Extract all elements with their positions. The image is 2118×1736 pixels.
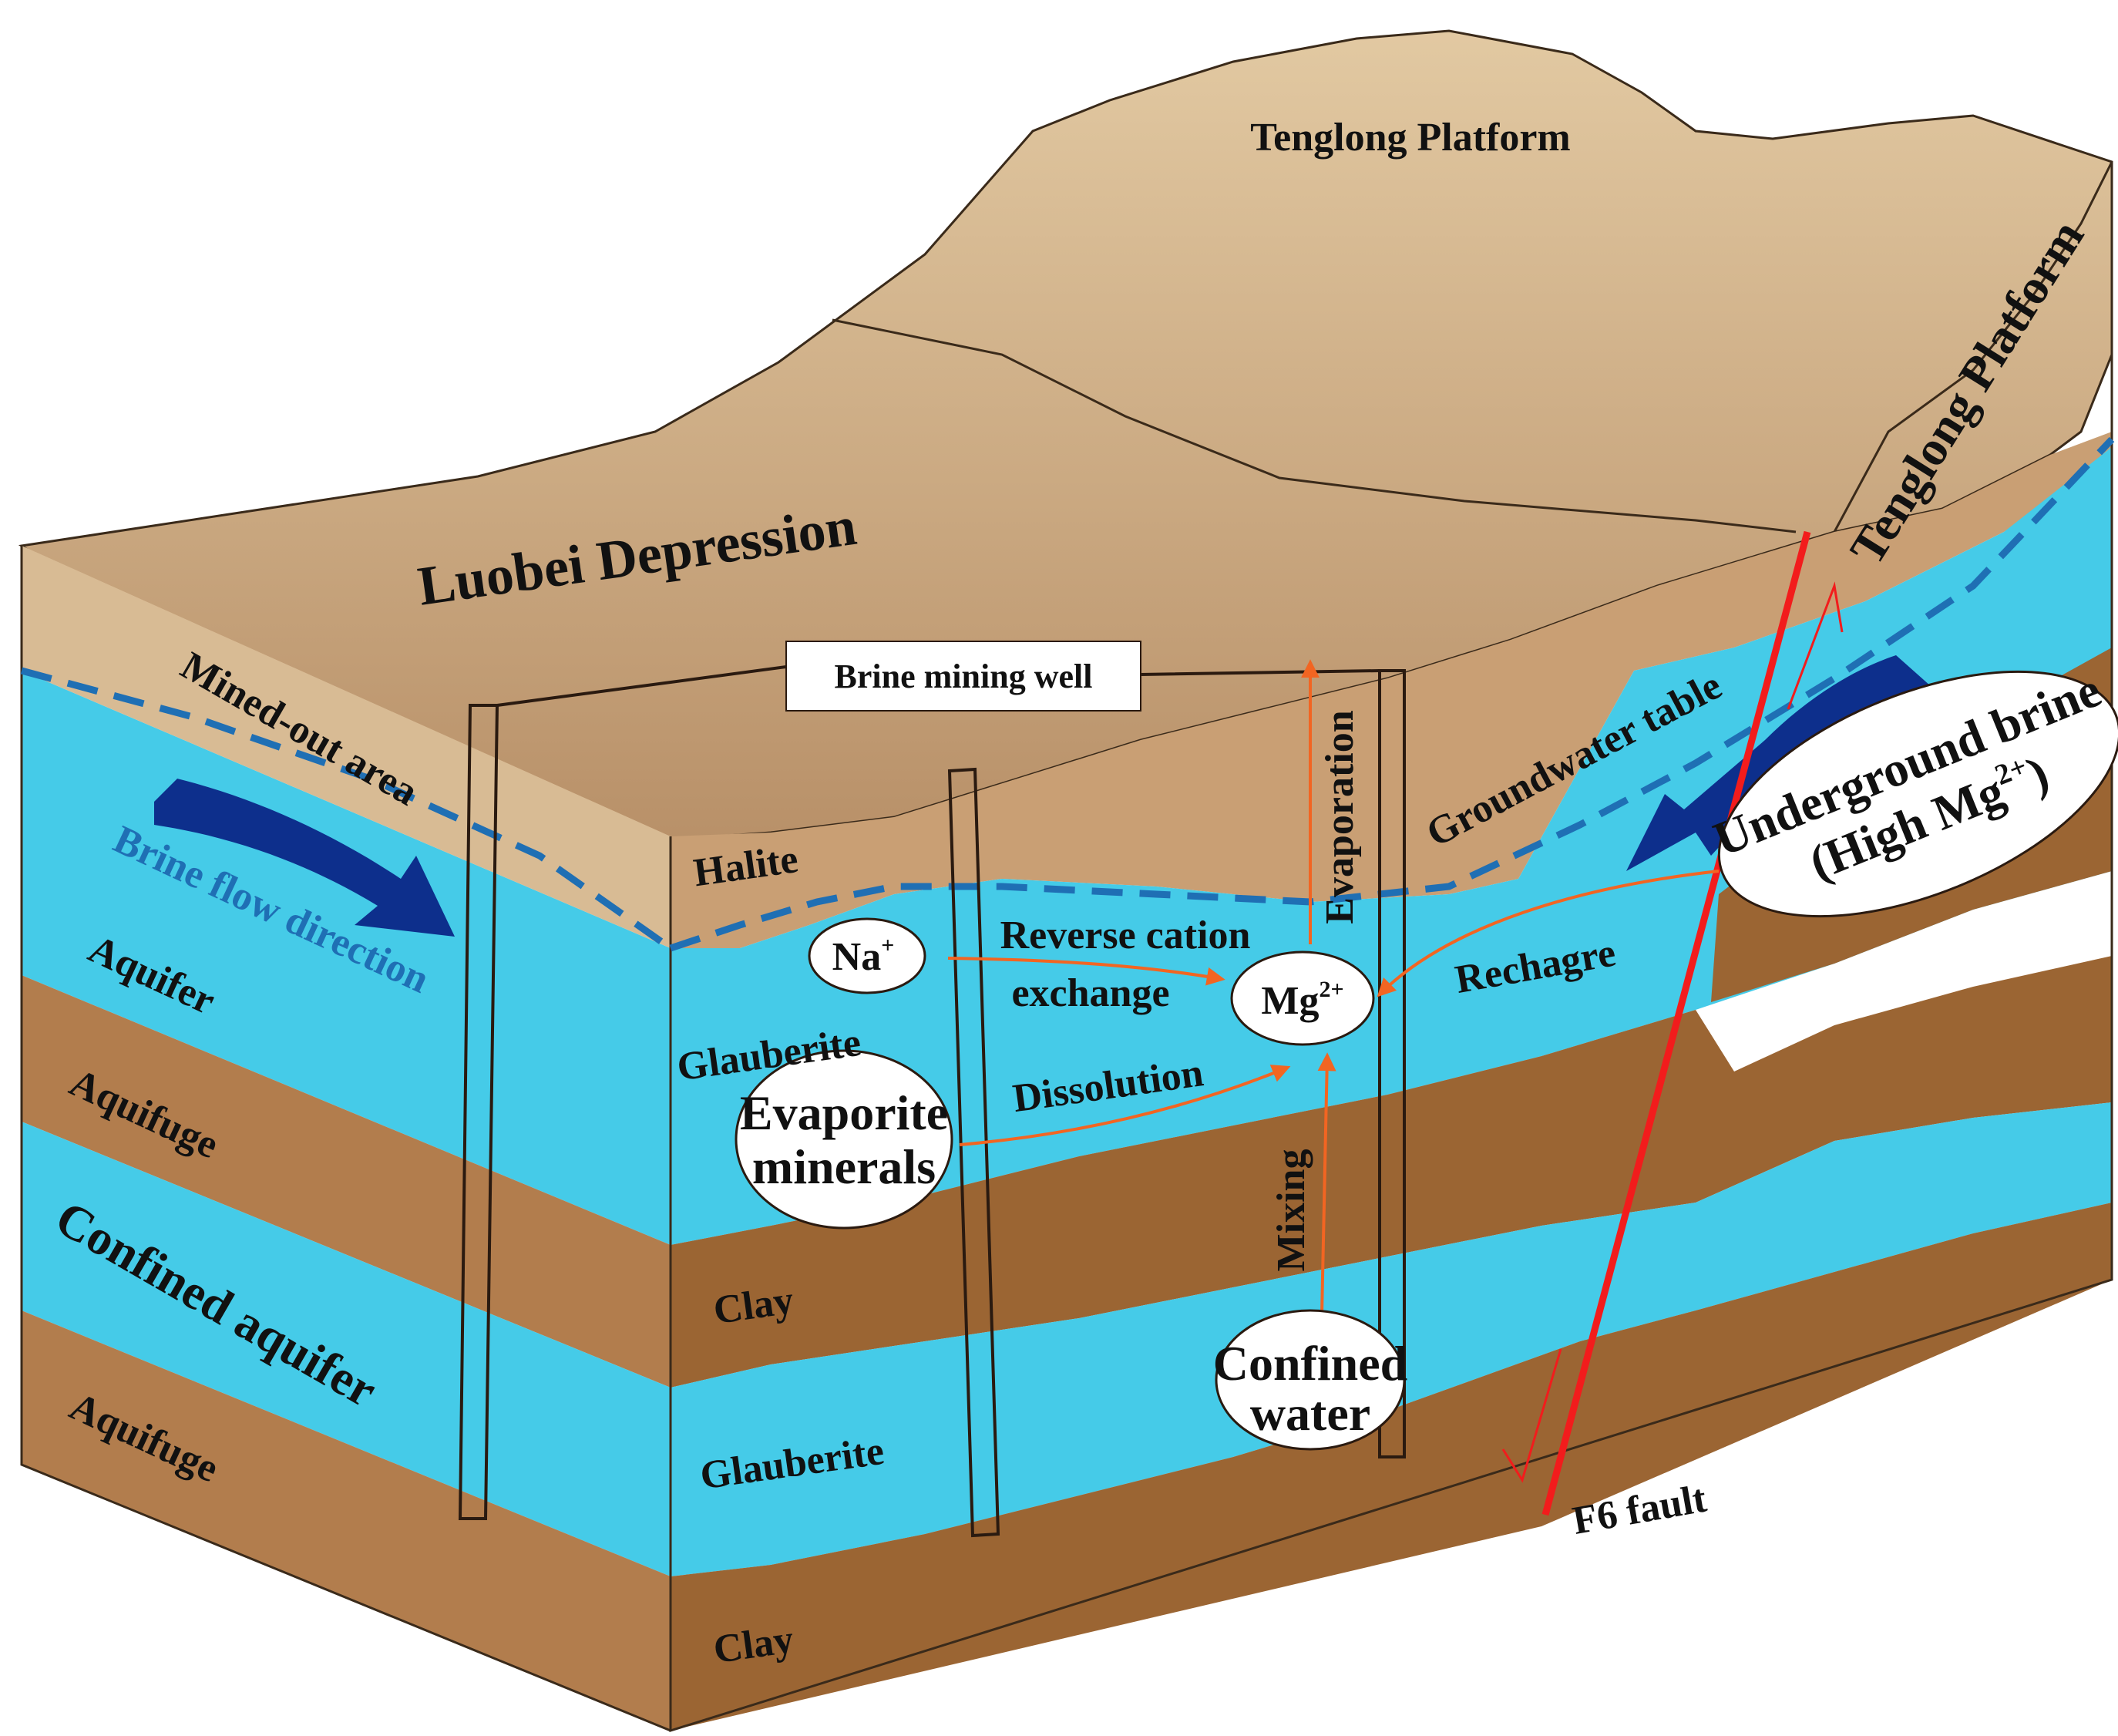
reverse-cation-label-2: exchange xyxy=(1011,971,1169,1015)
well-connector-line xyxy=(496,665,1380,707)
brine-well-2 xyxy=(947,767,1000,1538)
left-face-aquifuge-1 xyxy=(22,975,671,1388)
brine-flow-arrow-left xyxy=(154,779,455,937)
evaporite-bubble: Evaporite minerals xyxy=(735,1049,953,1230)
evaporite-line-1: Evaporite xyxy=(740,1085,948,1140)
groundwater-table-left xyxy=(20,667,673,951)
tenglong-top-label: Tenglong Platform xyxy=(1250,116,1571,160)
left-face-aquifer-top xyxy=(22,546,671,948)
na-text: Na xyxy=(832,935,882,979)
front-face-confined-aquifer xyxy=(671,1102,2112,1576)
front-face-halite xyxy=(671,432,2112,948)
mixing-label: Mixing xyxy=(1269,1149,1313,1272)
svg-text:Na+: Na+ xyxy=(832,933,895,979)
mg-sup: 2+ xyxy=(1319,977,1343,1002)
front-face-aquifer xyxy=(671,447,2112,1245)
ridge-line xyxy=(832,318,1797,533)
left-face-outline xyxy=(20,546,671,1732)
left-face-confined-aquifer xyxy=(22,1122,671,1576)
fault-motion-up xyxy=(1787,581,1844,710)
confined-line-2: water xyxy=(1250,1386,1370,1441)
svg-text:Mg2+: Mg2+ xyxy=(1261,977,1343,1023)
mg-bubble: Mg2+ xyxy=(1230,950,1375,1046)
brine-well-1 xyxy=(458,704,499,1520)
mg-text: Mg xyxy=(1261,979,1319,1023)
f6-fault-line xyxy=(1541,530,1811,1516)
left-face-aquifuge-2 xyxy=(22,1310,671,1731)
ridge-line-right xyxy=(1833,161,2113,533)
arrow-dissolution xyxy=(959,1065,1291,1146)
brine-well-label-box xyxy=(785,641,1141,712)
arrow-recharge xyxy=(1377,870,1720,998)
front-face-clay-1 xyxy=(671,956,2112,1388)
confined-water-bubble: Confined water xyxy=(1213,1309,1408,1451)
fault-motion-down xyxy=(1501,1348,1562,1483)
evaporation-label: Evaporation xyxy=(1318,710,1362,924)
na-bubble: Na+ xyxy=(808,917,926,994)
front-face-clay-2 xyxy=(671,1203,2112,1731)
na-sup: + xyxy=(881,933,894,958)
evaporite-line-2: minerals xyxy=(752,1139,936,1194)
confined-line-1: Confined xyxy=(1213,1336,1408,1391)
brine-well-label: Brine mining well xyxy=(835,658,1093,695)
arrow-reverse-cation xyxy=(947,957,1225,986)
brine-well-3 xyxy=(1378,669,1406,1458)
reverse-cation-label-1: Reverse cation xyxy=(1000,913,1251,957)
arrow-mixing xyxy=(1317,1052,1336,1315)
